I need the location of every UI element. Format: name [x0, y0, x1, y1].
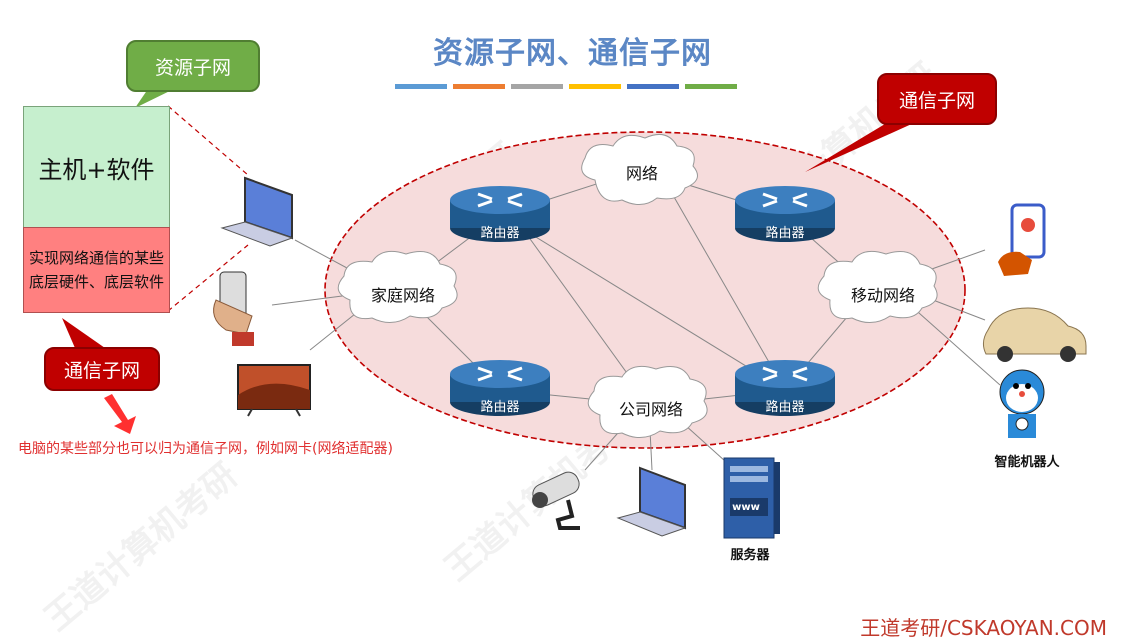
router-label: 路由器	[765, 400, 805, 415]
router-label: 路由器	[765, 226, 805, 241]
cloud-network-label: 网络	[625, 164, 658, 183]
callout-tail-comm-right	[805, 118, 925, 172]
callout-tail-comm-left	[62, 318, 105, 348]
host-software-box: 主机+软件	[23, 106, 170, 228]
comm-subnet-callout-left: 通信子网	[44, 347, 160, 391]
router-icon	[450, 360, 550, 416]
cloud-mobile	[817, 250, 938, 323]
server-label: 服务器	[730, 548, 770, 563]
title-underline-4	[569, 84, 621, 89]
router-icon	[735, 186, 835, 242]
low-level-hw-box: 实现网络通信的某些底层硬件、底层软件	[23, 227, 170, 313]
router-icon	[450, 186, 550, 242]
page-title: 资源子网、通信子网	[433, 36, 712, 71]
cloud-home-label: 家庭网络	[370, 286, 435, 305]
router-label: 路由器	[480, 400, 520, 415]
camera-icon	[532, 471, 580, 530]
cloud-network	[581, 133, 698, 205]
title-underline-5	[627, 84, 679, 89]
title-underline-6	[685, 84, 737, 89]
phone-hand-icon	[213, 271, 254, 346]
cloud-home	[337, 250, 458, 323]
smartphone-icon	[998, 203, 1046, 276]
robot-label: 智能机器人	[994, 455, 1060, 470]
router-icon	[735, 360, 835, 416]
car-icon	[982, 307, 1087, 362]
title-underline-1	[395, 84, 447, 89]
server-icon	[723, 457, 780, 539]
cloud-company	[587, 365, 708, 438]
router-label: 路由器	[480, 226, 520, 241]
note-arrow	[104, 394, 136, 434]
title-underline-3	[511, 84, 563, 89]
resource-subnet-callout: 资源子网	[126, 40, 260, 92]
tv-icon	[237, 364, 311, 417]
cloud-mobile-label: 移动网络	[850, 286, 915, 305]
laptop-icon	[220, 176, 294, 247]
note-text: 电脑的某些部分也可以归为通信子网，例如网卡(网络适配器)	[18, 441, 393, 457]
footer-brand: 王道考研/CSKAOYAN.COM	[860, 616, 1107, 640]
cloud-company-label: 公司网络	[618, 400, 683, 419]
robot-icon	[999, 369, 1045, 438]
laptop-icon	[616, 466, 687, 537]
comm-subnet-callout-right: 通信子网	[877, 73, 997, 125]
title-underline-2	[453, 84, 505, 89]
server-www-label: www	[732, 502, 760, 513]
